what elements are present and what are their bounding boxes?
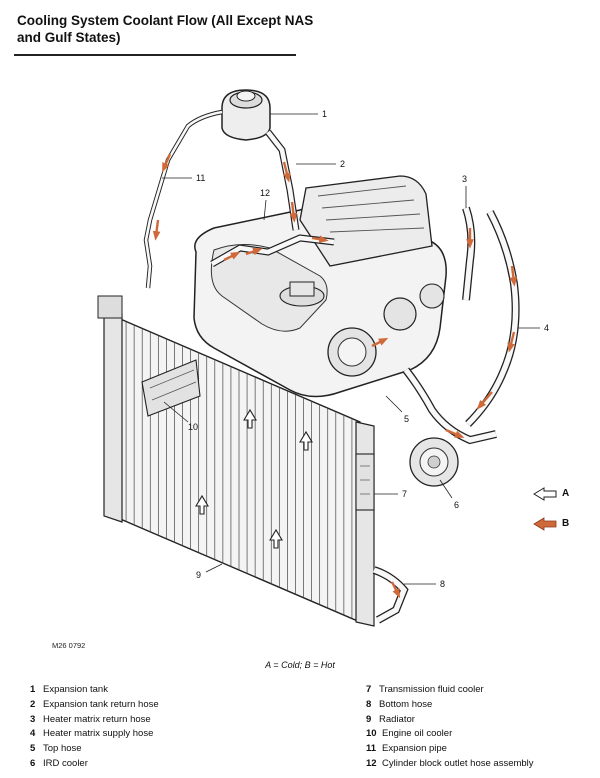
- bottom-hose: [372, 566, 409, 624]
- callout-12: 12: [260, 188, 270, 198]
- hot-arrow-icon: [533, 517, 557, 531]
- engine-block: [193, 175, 447, 398]
- leader-lines: [162, 113, 540, 585]
- key-a-label: A: [562, 488, 570, 499]
- callout-7: 7: [402, 489, 407, 499]
- callout-3: 3: [462, 174, 467, 184]
- title-underline: [14, 54, 296, 56]
- engine-oil-cooler: [141, 359, 201, 417]
- callout-10: 10: [188, 422, 198, 432]
- callout-6: 6: [454, 500, 459, 510]
- callout-5: 5: [404, 414, 409, 424]
- cold-arrow-icon: [533, 487, 557, 501]
- expansion-pipe: [143, 109, 223, 289]
- expansion-tank: [221, 89, 271, 141]
- coolant-flow-diagram: 1 2 3 4 5 6 7 8 9 10 11 12: [97, 89, 557, 627]
- callout-1: 1: [322, 109, 327, 119]
- key-arrow-b: [533, 517, 557, 531]
- key-caption: A = Cold; B = Hot: [265, 660, 335, 670]
- cold-flow-arrows: [195, 408, 313, 549]
- callout-4: 4: [544, 323, 549, 333]
- heater-matrix-return-hose: [462, 206, 476, 301]
- callout-labels: 1 2 3 4 5 6 7 8 9 10 11 12: [188, 109, 549, 589]
- page-title: Cooling System Coolant Flow (All Except …: [17, 13, 314, 45]
- key-b-label: B: [562, 518, 570, 529]
- callout-2: 2: [340, 159, 345, 169]
- hot-flow-arrows: [152, 153, 518, 599]
- transmission-fluid-cooler: [355, 453, 375, 511]
- callout-8: 8: [440, 579, 445, 589]
- ird-cooler: [409, 437, 459, 487]
- drawing-code: M26 0792: [52, 641, 86, 650]
- heater-matrix-supply-hose: [465, 210, 520, 427]
- callout-9: 9: [196, 570, 201, 580]
- callout-11: 11: [196, 173, 205, 183]
- key-arrow-a: [533, 487, 557, 501]
